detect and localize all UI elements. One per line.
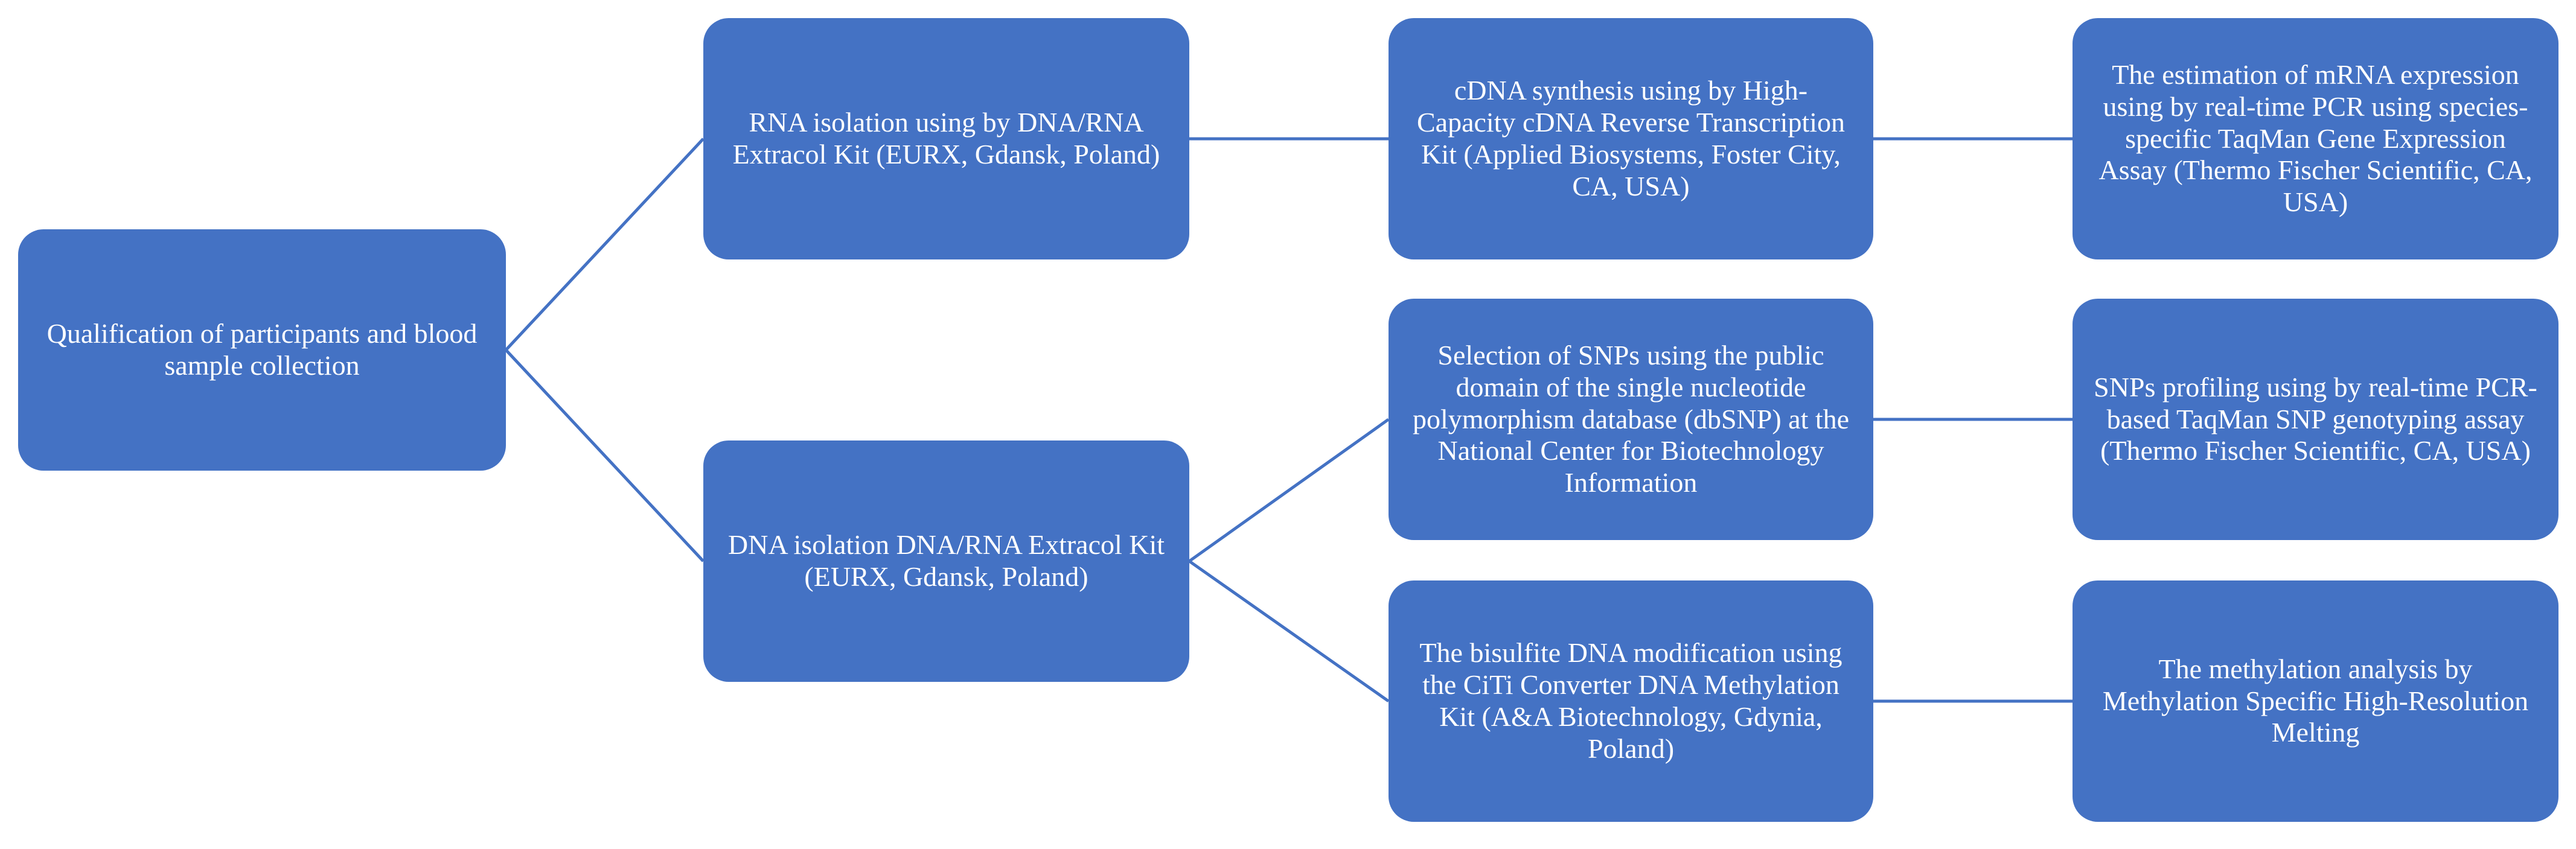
node-mrna-expression-text: The estimation of mRNA expression using … bbox=[2098, 59, 2533, 218]
connector-dna-to-bisulfite bbox=[1188, 559, 1390, 703]
node-snp-profiling: SNPs profiling using by real-time PCR-ba… bbox=[2073, 299, 2558, 540]
node-methylation-text: The methylation analysis by Methylation … bbox=[2102, 653, 2529, 748]
node-rna-isolation: RNA isolation using by DNA/RNA Extracol … bbox=[703, 18, 1189, 259]
node-qualification-text: Qualification of participants and blood … bbox=[46, 318, 478, 381]
node-qualification: Qualification of participants and blood … bbox=[18, 229, 506, 471]
node-methylation: The methylation analysis by Methylation … bbox=[2073, 580, 2558, 822]
node-bisulfite: The bisulfite DNA modification using the… bbox=[1389, 580, 1873, 822]
connector-dna-to-snp-selection bbox=[1188, 418, 1390, 563]
node-mrna-expression: The estimation of mRNA expression using … bbox=[2073, 18, 2558, 259]
node-cdna-synthesis: cDNA synthesis using by High-Capacity cD… bbox=[1389, 18, 1873, 259]
node-dna-isolation-text: DNA isolation DNA/RNA Extracol Kit (EURX… bbox=[727, 529, 1165, 592]
node-snp-selection: Selection of SNPs using the public domai… bbox=[1389, 299, 1873, 540]
node-snp-selection-text: Selection of SNPs using the public domai… bbox=[1412, 339, 1850, 498]
node-rna-isolation-text: RNA isolation using by DNA/RNA Extracol … bbox=[732, 107, 1160, 170]
node-bisulfite-text: The bisulfite DNA modification using the… bbox=[1419, 637, 1843, 764]
node-snp-profiling-text: SNPs profiling using by real-time PCR-ba… bbox=[2094, 371, 2537, 466]
connector-qualification-to-dna bbox=[505, 349, 705, 562]
node-dna-isolation: DNA isolation DNA/RNA Extracol Kit (EURX… bbox=[703, 440, 1189, 682]
connector-qualification-to-rna bbox=[505, 138, 705, 351]
node-cdna-synthesis-text: cDNA synthesis using by High-Capacity cD… bbox=[1416, 75, 1846, 202]
